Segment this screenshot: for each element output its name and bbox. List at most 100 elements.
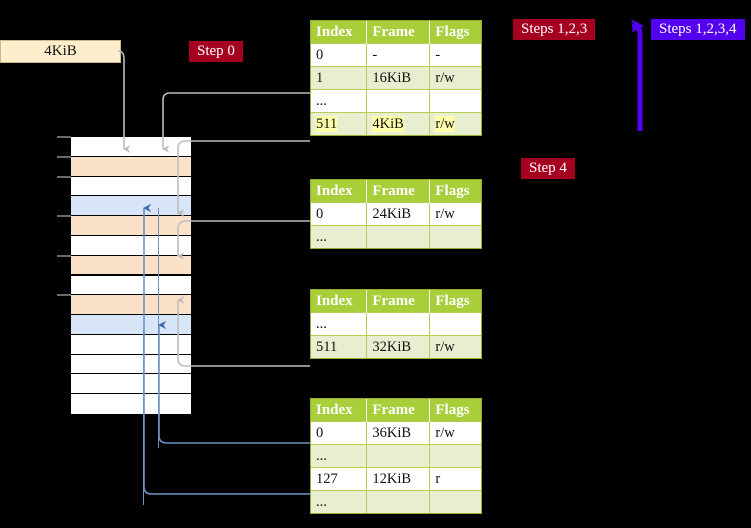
table-cell: ... [311, 312, 368, 336]
highlighted-value: 511 [316, 116, 338, 132]
memory-frame-row [71, 255, 191, 276]
table-row: ... [311, 444, 481, 468]
table-cell [366, 312, 431, 336]
table-cell: 36KiB [366, 421, 431, 445]
physical-memory-column [70, 136, 191, 414]
memory-frame-row [71, 216, 191, 236]
column-header-flags: Flags [429, 290, 481, 313]
memory-frame-row [71, 156, 191, 177]
table-cell: 32KiB [366, 335, 431, 358]
memory-tick [57, 215, 71, 218]
column-header-flags: Flags [429, 21, 481, 44]
memory-tick [57, 136, 71, 138]
arrow-l1row511-to-memory [177, 140, 310, 217]
label-steps-1234: Steps 1,2,3,4 [651, 19, 745, 40]
table-cell: ... [311, 444, 368, 468]
highlighted-value: 4KiB [372, 116, 404, 132]
memory-frame-row [71, 137, 191, 157]
table-cell [429, 490, 481, 513]
table-cell: r/w [429, 421, 481, 445]
arrow-steps-bracket [630, 18, 644, 131]
arrow-4kib-to-memory [117, 50, 131, 153]
table-cell: 16KiB [366, 66, 431, 90]
table-cell [366, 225, 431, 248]
column-header-frame: Frame [366, 180, 431, 203]
column-header-index: Index [311, 21, 368, 44]
table-cell: 511 [311, 112, 368, 135]
memory-frame-row [71, 235, 191, 256]
table-cell [366, 89, 431, 113]
table-cell [429, 89, 481, 113]
table-row: ... [311, 89, 481, 113]
table-cell: r/w [429, 335, 481, 358]
table-cell: r [429, 467, 481, 491]
memory-frame-row [71, 295, 191, 316]
column-header-frame: Frame [366, 290, 431, 313]
memory-frame-row [71, 275, 191, 296]
table-row: ... [311, 312, 481, 336]
table-cell: 4KiB [366, 112, 431, 135]
guide-line-left [143, 330, 144, 505]
table-cell: 24KiB [366, 202, 431, 226]
memory-frame-row [71, 176, 191, 197]
table-cell: - [429, 43, 481, 67]
size-box-4kib: 4KiB [0, 40, 121, 63]
table-cell: - [366, 43, 431, 67]
table-cell: 1 [311, 66, 368, 90]
table-cell: 0 [311, 202, 368, 226]
memory-frame-row [71, 196, 191, 217]
table-cell: 12KiB [366, 467, 431, 491]
table-cell: 0 [311, 421, 368, 445]
column-header-frame: Frame [366, 21, 431, 44]
memory-frame-row [71, 334, 191, 355]
label-steps-123: Steps 1,2,3 [513, 19, 596, 40]
column-header-flags: Flags [429, 399, 481, 422]
arrow-l2row0-to-memory [177, 220, 310, 260]
table-row: ... [311, 490, 481, 513]
column-header-index: Index [311, 290, 368, 313]
table-cell [429, 444, 481, 468]
guide-line-right [158, 208, 159, 448]
column-header-frame: Frame [366, 399, 431, 422]
column-header-flags: Flags [429, 180, 481, 203]
memory-tick [57, 294, 71, 297]
memory-frame-row [71, 374, 191, 395]
column-header-index: Index [311, 180, 368, 203]
table-cell: r/w [429, 112, 481, 135]
memory-tick [57, 254, 71, 257]
table-cell: 511 [311, 335, 368, 358]
table-row: 0-- [311, 43, 481, 67]
memory-tick [57, 155, 71, 158]
memory-frame-row [71, 315, 191, 335]
table-cell [429, 225, 481, 248]
memory-tick [57, 175, 71, 178]
table-row: ... [311, 225, 481, 248]
arrow-l3row511-to-memory [177, 296, 310, 367]
table-cell [429, 312, 481, 336]
table-cell: ... [311, 89, 368, 113]
table-cell [366, 444, 431, 468]
table-row: 511 4KiB r/w [311, 112, 481, 135]
label-step-4: Step 4 [521, 158, 575, 179]
memory-frame-row [71, 394, 191, 414]
table-cell: r/w [429, 66, 481, 90]
table-cell: ... [311, 490, 368, 513]
table-cell: ... [311, 225, 368, 248]
memory-frame-row [71, 354, 191, 375]
table-cell: 0 [311, 43, 368, 67]
table-cell [366, 490, 431, 513]
table-cell: 127 [311, 467, 368, 491]
highlighted-value: r/w [435, 116, 455, 132]
table-cell: r/w [429, 202, 481, 226]
label-step-0: Step 0 [189, 41, 243, 62]
column-header-index: Index [311, 399, 368, 422]
